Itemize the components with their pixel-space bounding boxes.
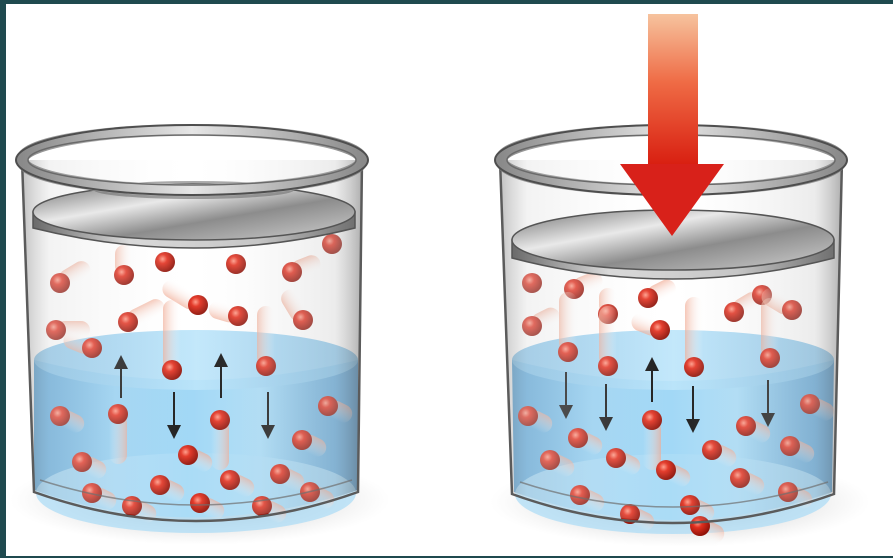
right-container <box>490 14 870 547</box>
left-container <box>10 125 390 545</box>
diagram-frame <box>6 4 893 556</box>
vapor-pressure-illustration <box>6 4 893 556</box>
